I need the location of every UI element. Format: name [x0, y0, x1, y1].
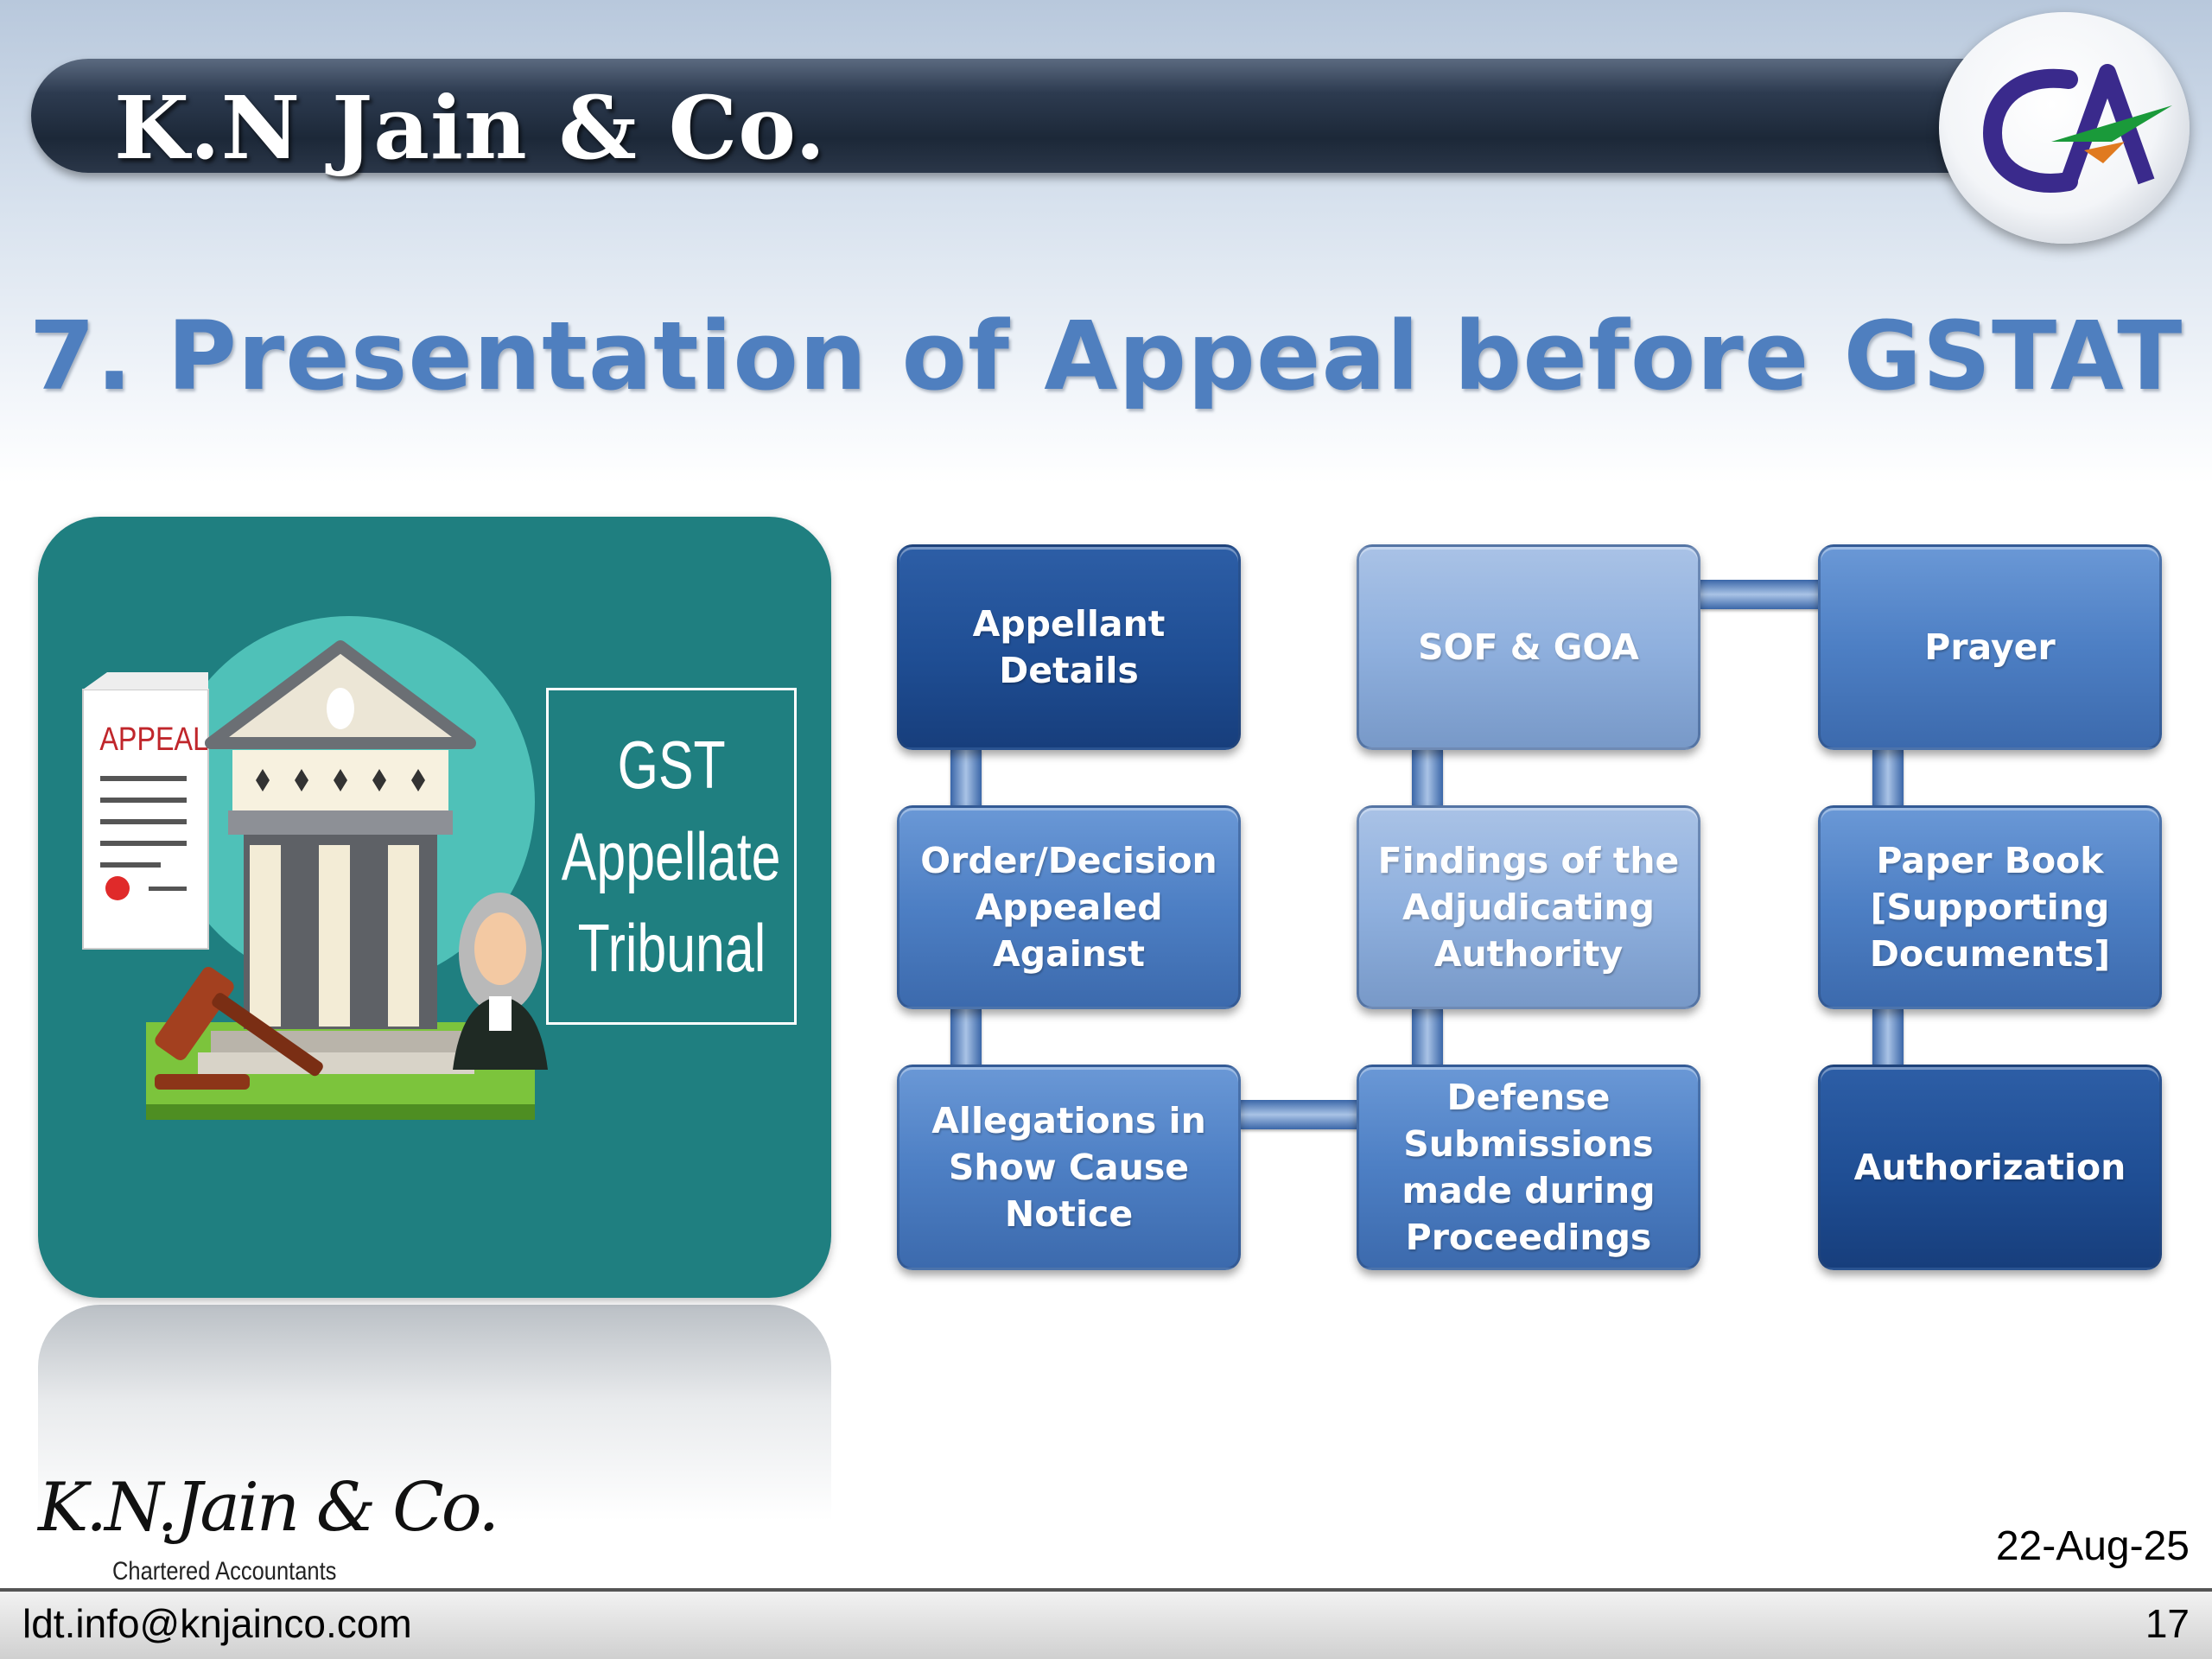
flow-box-label: Appellant Details [972, 603, 1166, 691]
slide-title: 7. Presentation of Appeal before GSTAT [29, 301, 2183, 411]
bottom-bar [0, 1588, 2212, 1659]
flow-box-order-decision: Order/Decision Appealed Against [897, 805, 1241, 1009]
flow-box-paper-book: Paper Book [Supporting Documents] [1818, 805, 2162, 1009]
footer-logo-subtitle: Chartered Accountants [112, 1557, 337, 1586]
ca-logo-icon [1939, 12, 2190, 244]
flow-box-label: Order/Decision Appealed Against [920, 840, 1217, 975]
firm-name: K.N Jain & Co. [114, 77, 827, 179]
connector-sof-prayer [1700, 580, 1821, 609]
connector-findings-sof [1412, 750, 1443, 805]
gst-line: Tribunal [577, 910, 766, 986]
flow-box-appellant-details: Appellant Details [897, 544, 1241, 750]
gst-line: GST [617, 727, 726, 803]
slide-date: 22-Aug-25 [1995, 1523, 2190, 1569]
flow-box-label: Findings of the Adjudicating Authority [1377, 840, 1680, 975]
flow-box-findings: Findings of the Adjudicating Authority [1357, 805, 1700, 1009]
flow-box-label: Prayer [1924, 626, 2056, 668]
image-reflection [38, 1305, 831, 1521]
appeal-label: APPEAL [99, 721, 208, 758]
flow-box-label: Authorization [1853, 1147, 2126, 1188]
connector-defense-findings [1412, 1009, 1443, 1065]
connector-prayer-paperbook [1872, 750, 1904, 805]
flow-box-label: Allegations in Show Cause Notice [931, 1100, 1206, 1235]
flow-box-label: SOF & GOA [1418, 626, 1639, 668]
gst-tribunal-image: APPEAL [38, 517, 831, 1298]
flow-box-defense-submissions: Defense Submissions made during Proceedi… [1357, 1065, 1700, 1270]
gst-line: Appellate [562, 818, 781, 894]
connector-paperbook-authorization [1872, 1009, 1904, 1065]
footer-logo: K.N.Jain & Co. [38, 1469, 499, 1547]
connector-allegations-defense [1241, 1100, 1358, 1129]
footer-email: ldt.info@knjainco.com [22, 1601, 412, 1646]
flow-box-sof-goa: SOF & GOA [1357, 544, 1700, 750]
page-number: 17 [2145, 1601, 2190, 1646]
connector-appellant-order [950, 750, 982, 805]
flow-box-authorization: Authorization [1818, 1065, 2162, 1270]
flow-box-label: Paper Book [Supporting Documents] [1869, 840, 2111, 975]
connector-order-allegations [950, 1009, 982, 1065]
header-bar [31, 59, 2044, 173]
courthouse-illustration: APPEAL [82, 616, 548, 1120]
flow-box-allegations: Allegations in Show Cause Notice [897, 1065, 1241, 1270]
flow-box-prayer: Prayer [1818, 544, 2162, 750]
gst-appellate-tribunal-label: GST Appellate Tribunal [546, 688, 797, 1025]
flow-box-label: Defense Submissions made during Proceedi… [1402, 1077, 1656, 1258]
